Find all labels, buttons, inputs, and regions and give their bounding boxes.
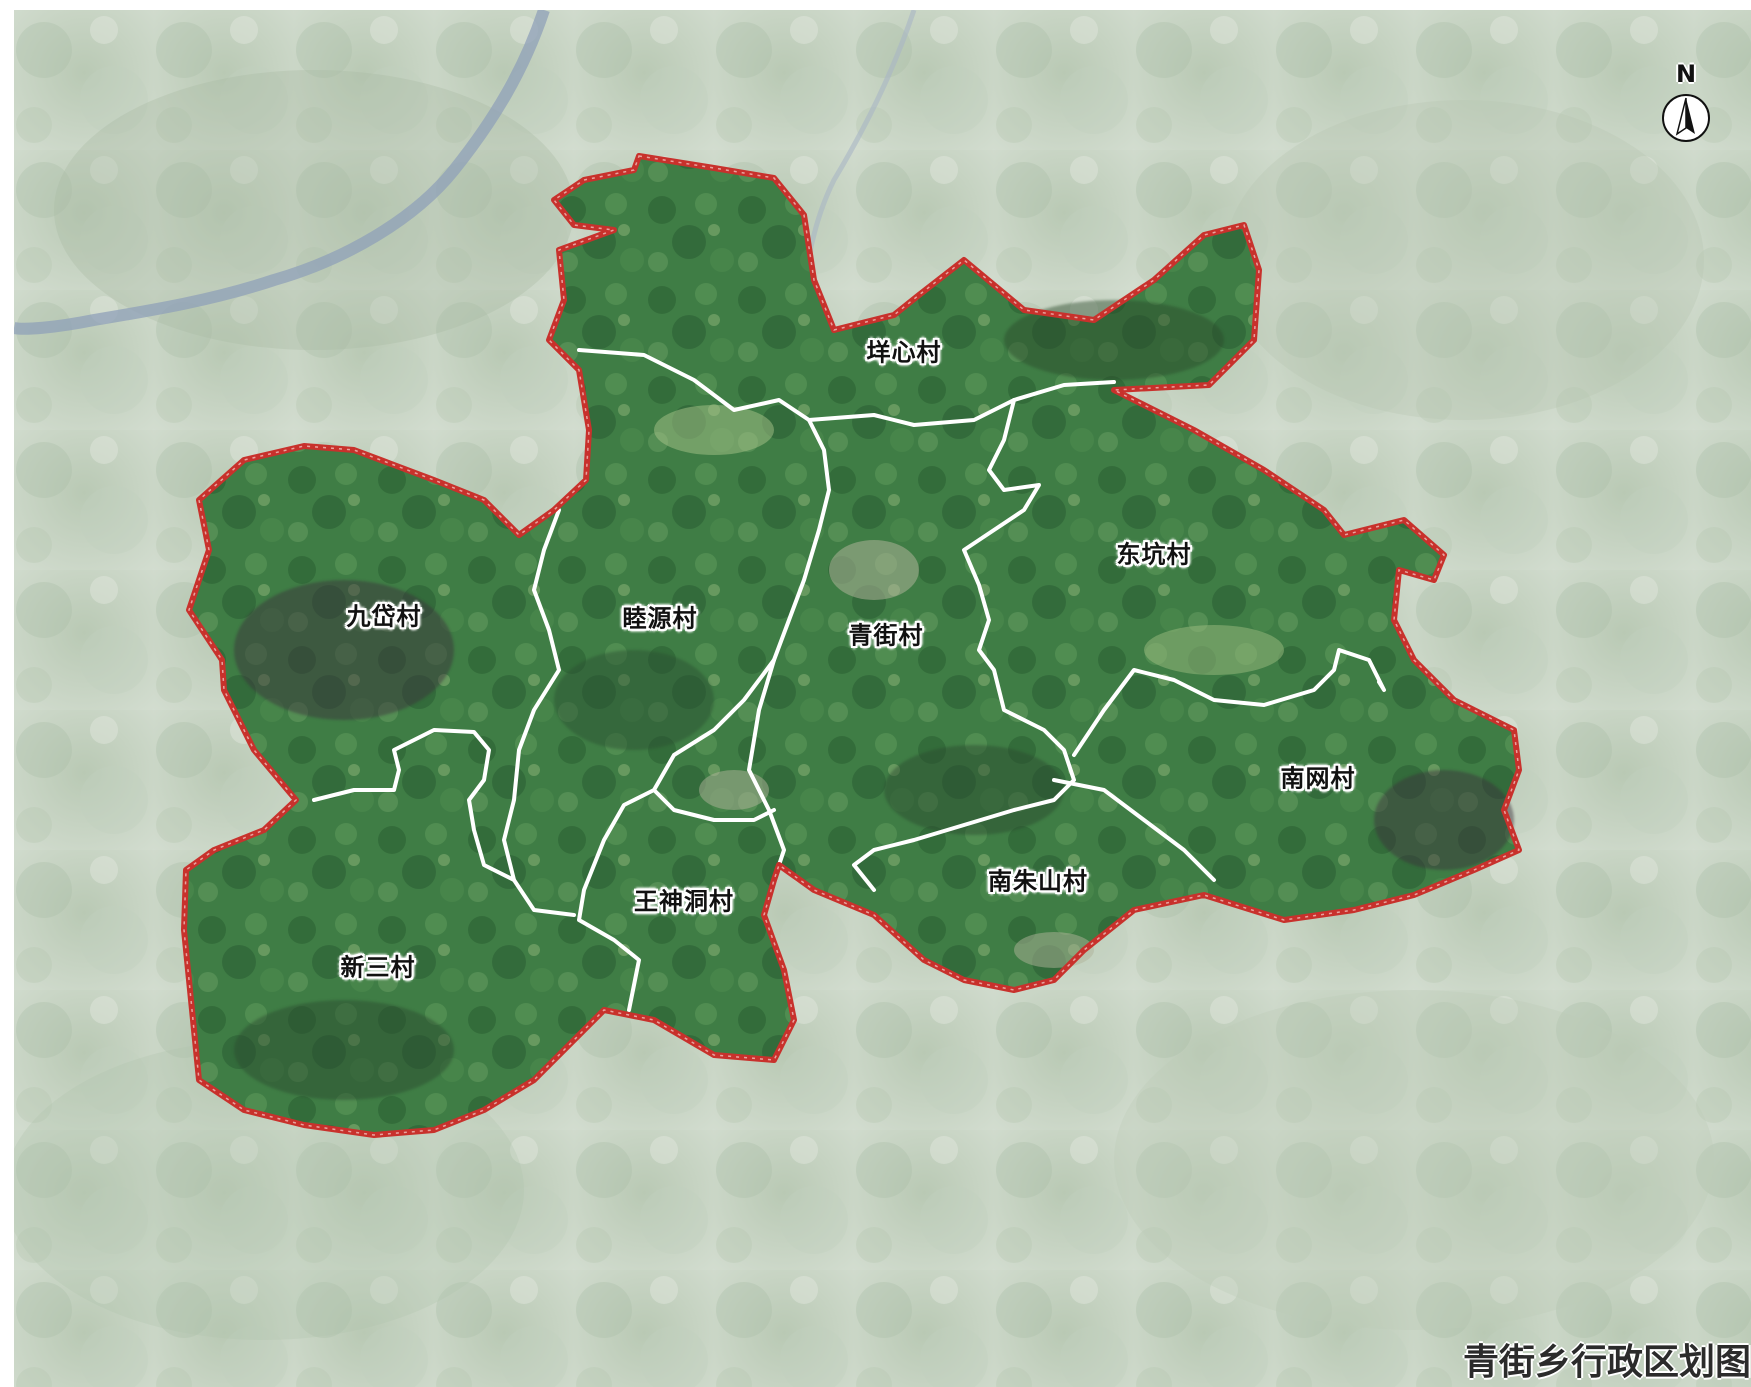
village-label-xinsan: 新三村: [340, 953, 416, 982]
light-fields: [654, 405, 1284, 968]
satellite-map: 垟心村 九岱村 睦源村 青街村 东坑村 南网村 南朱山村 王神洞村 新三村: [14, 10, 1751, 1387]
village-label-muyuan: 睦源村: [622, 604, 698, 633]
village-label-wangshendong: 王神洞村: [634, 887, 734, 916]
terrain-shading: [234, 300, 1514, 1100]
river: [14, 10, 550, 335]
village-boundaries: [312, 348, 1386, 1012]
village-label-jiudai: 九岱村: [346, 602, 422, 631]
village-label-qingjie: 青街村: [848, 621, 924, 650]
village-label-nanwang: 南网村: [1280, 764, 1356, 793]
north-label: N: [1675, 60, 1697, 88]
map-graphics: [14, 10, 1751, 1387]
compass-icon: [1662, 94, 1710, 142]
village-label-yangxin: 垟心村: [866, 338, 942, 367]
village-label-nanzhushan: 南朱山村: [988, 867, 1088, 896]
township-area: [184, 156, 1519, 1135]
village-label-dongkeng: 东坑村: [1116, 540, 1192, 569]
township-boundary-dash: [183, 155, 1520, 1136]
north-arrow: N: [1658, 60, 1714, 150]
map-title: 青街乡行政区划图: [1462, 1342, 1751, 1383]
